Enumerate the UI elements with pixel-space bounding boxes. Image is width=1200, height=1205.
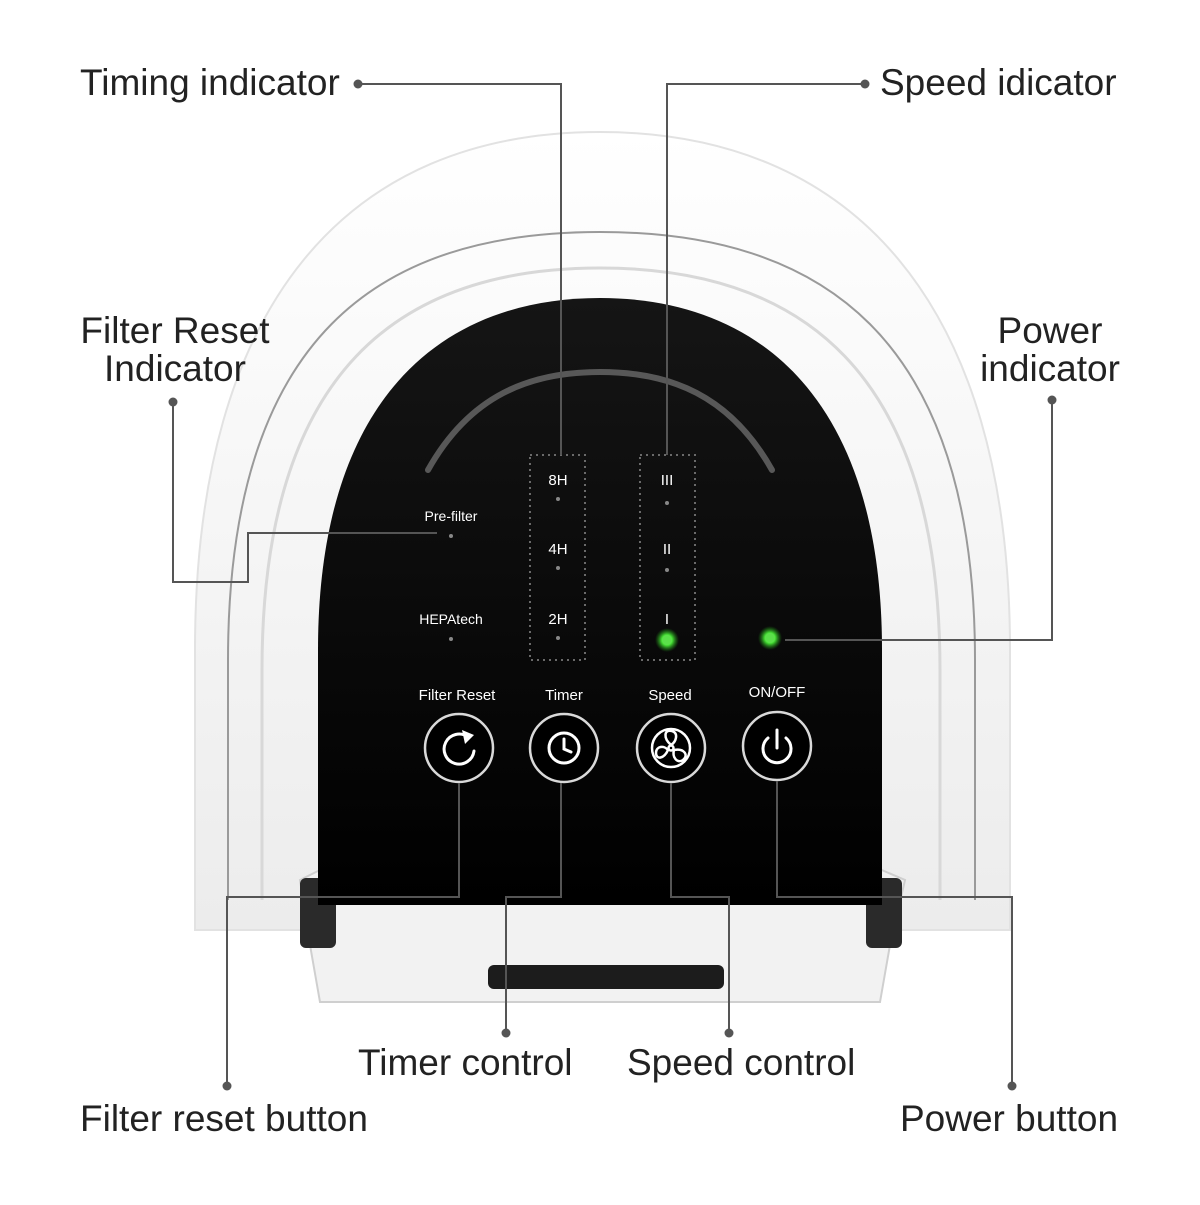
- prefilter-led: [449, 534, 453, 538]
- power-button-callout: Power button: [900, 1098, 1119, 1139]
- leader-power-indicator: [785, 400, 1053, 641]
- timer-8h-label: 8H: [548, 472, 567, 489]
- power-led: [765, 633, 775, 643]
- power-indicator-line1: Power: [997, 310, 1103, 351]
- hepatech-label: HEPAtech: [419, 611, 483, 627]
- timer-2h-led: [556, 636, 560, 640]
- power-icon: [761, 728, 793, 765]
- prefilter-label: Pre-filter: [425, 508, 478, 524]
- control-panel: [318, 298, 882, 905]
- hepatech-led: [449, 637, 453, 641]
- speed-button-label: Speed: [648, 687, 691, 704]
- housing-inner-rim: [260, 266, 942, 900]
- speed-2-led: [665, 568, 669, 572]
- timing-indicator-label: Timing indicator: [80, 62, 340, 103]
- speed-2-label: II: [663, 541, 671, 558]
- leader-filter-reset-indicator: [172, 402, 437, 583]
- leader-lines: [172, 83, 1053, 1086]
- leader-speed-control: [670, 783, 730, 1033]
- filter-reset-indicator-label: Filter Reset Indicator: [60, 312, 290, 388]
- reset-icon: [442, 730, 476, 766]
- housing-inner-edge: [227, 230, 976, 900]
- timer-8h-led: [556, 497, 560, 501]
- filter-reset-button-callout: Filter reset button: [80, 1098, 368, 1139]
- speed-indicator-label: Speed idicator: [880, 62, 1117, 103]
- speed-1-led: [662, 635, 672, 645]
- speed-button[interactable]: [635, 712, 707, 784]
- power-indicator-label: Power indicator: [960, 312, 1140, 388]
- fan-icon: [650, 727, 692, 769]
- power-indicator-line2: indicator: [980, 348, 1120, 389]
- leader-dots: [168, 79, 1057, 1091]
- timer-4h-label: 4H: [548, 541, 567, 558]
- speed-3-led: [665, 501, 669, 505]
- leader-timer-control: [505, 783, 562, 1033]
- timer-2h-label: 2H: [548, 611, 567, 628]
- onoff-button-label: ON/OFF: [749, 684, 806, 701]
- clock-icon: [547, 731, 581, 765]
- speed-control-label: Speed control: [627, 1042, 856, 1083]
- timer-4h-led: [556, 566, 560, 570]
- leader-speed-indicator: [666, 83, 865, 455]
- leader-power-button: [776, 781, 1013, 1086]
- leader-timing-indicator: [358, 83, 562, 455]
- filter-reset-indicator-line1: Filter Reset: [80, 310, 270, 351]
- timer-control-label: Timer control: [358, 1042, 573, 1083]
- leader-filter-reset-button: [226, 783, 460, 1086]
- speed-indicator-box: [639, 454, 696, 661]
- speed-3-label: III: [661, 472, 674, 489]
- filter-reset-button[interactable]: [423, 712, 495, 784]
- timer-button-label: Timer: [545, 687, 583, 704]
- speed-1-label: I: [665, 611, 669, 628]
- timer-button[interactable]: [528, 712, 600, 784]
- panel-highlight-arc: [425, 368, 775, 473]
- filter-reset-indicator-line2: Indicator: [104, 348, 246, 389]
- power-button[interactable]: [741, 710, 813, 782]
- filter-reset-button-label: Filter Reset: [419, 687, 497, 704]
- timer-indicator-box: [529, 454, 586, 661]
- bottom-vent: [488, 965, 724, 989]
